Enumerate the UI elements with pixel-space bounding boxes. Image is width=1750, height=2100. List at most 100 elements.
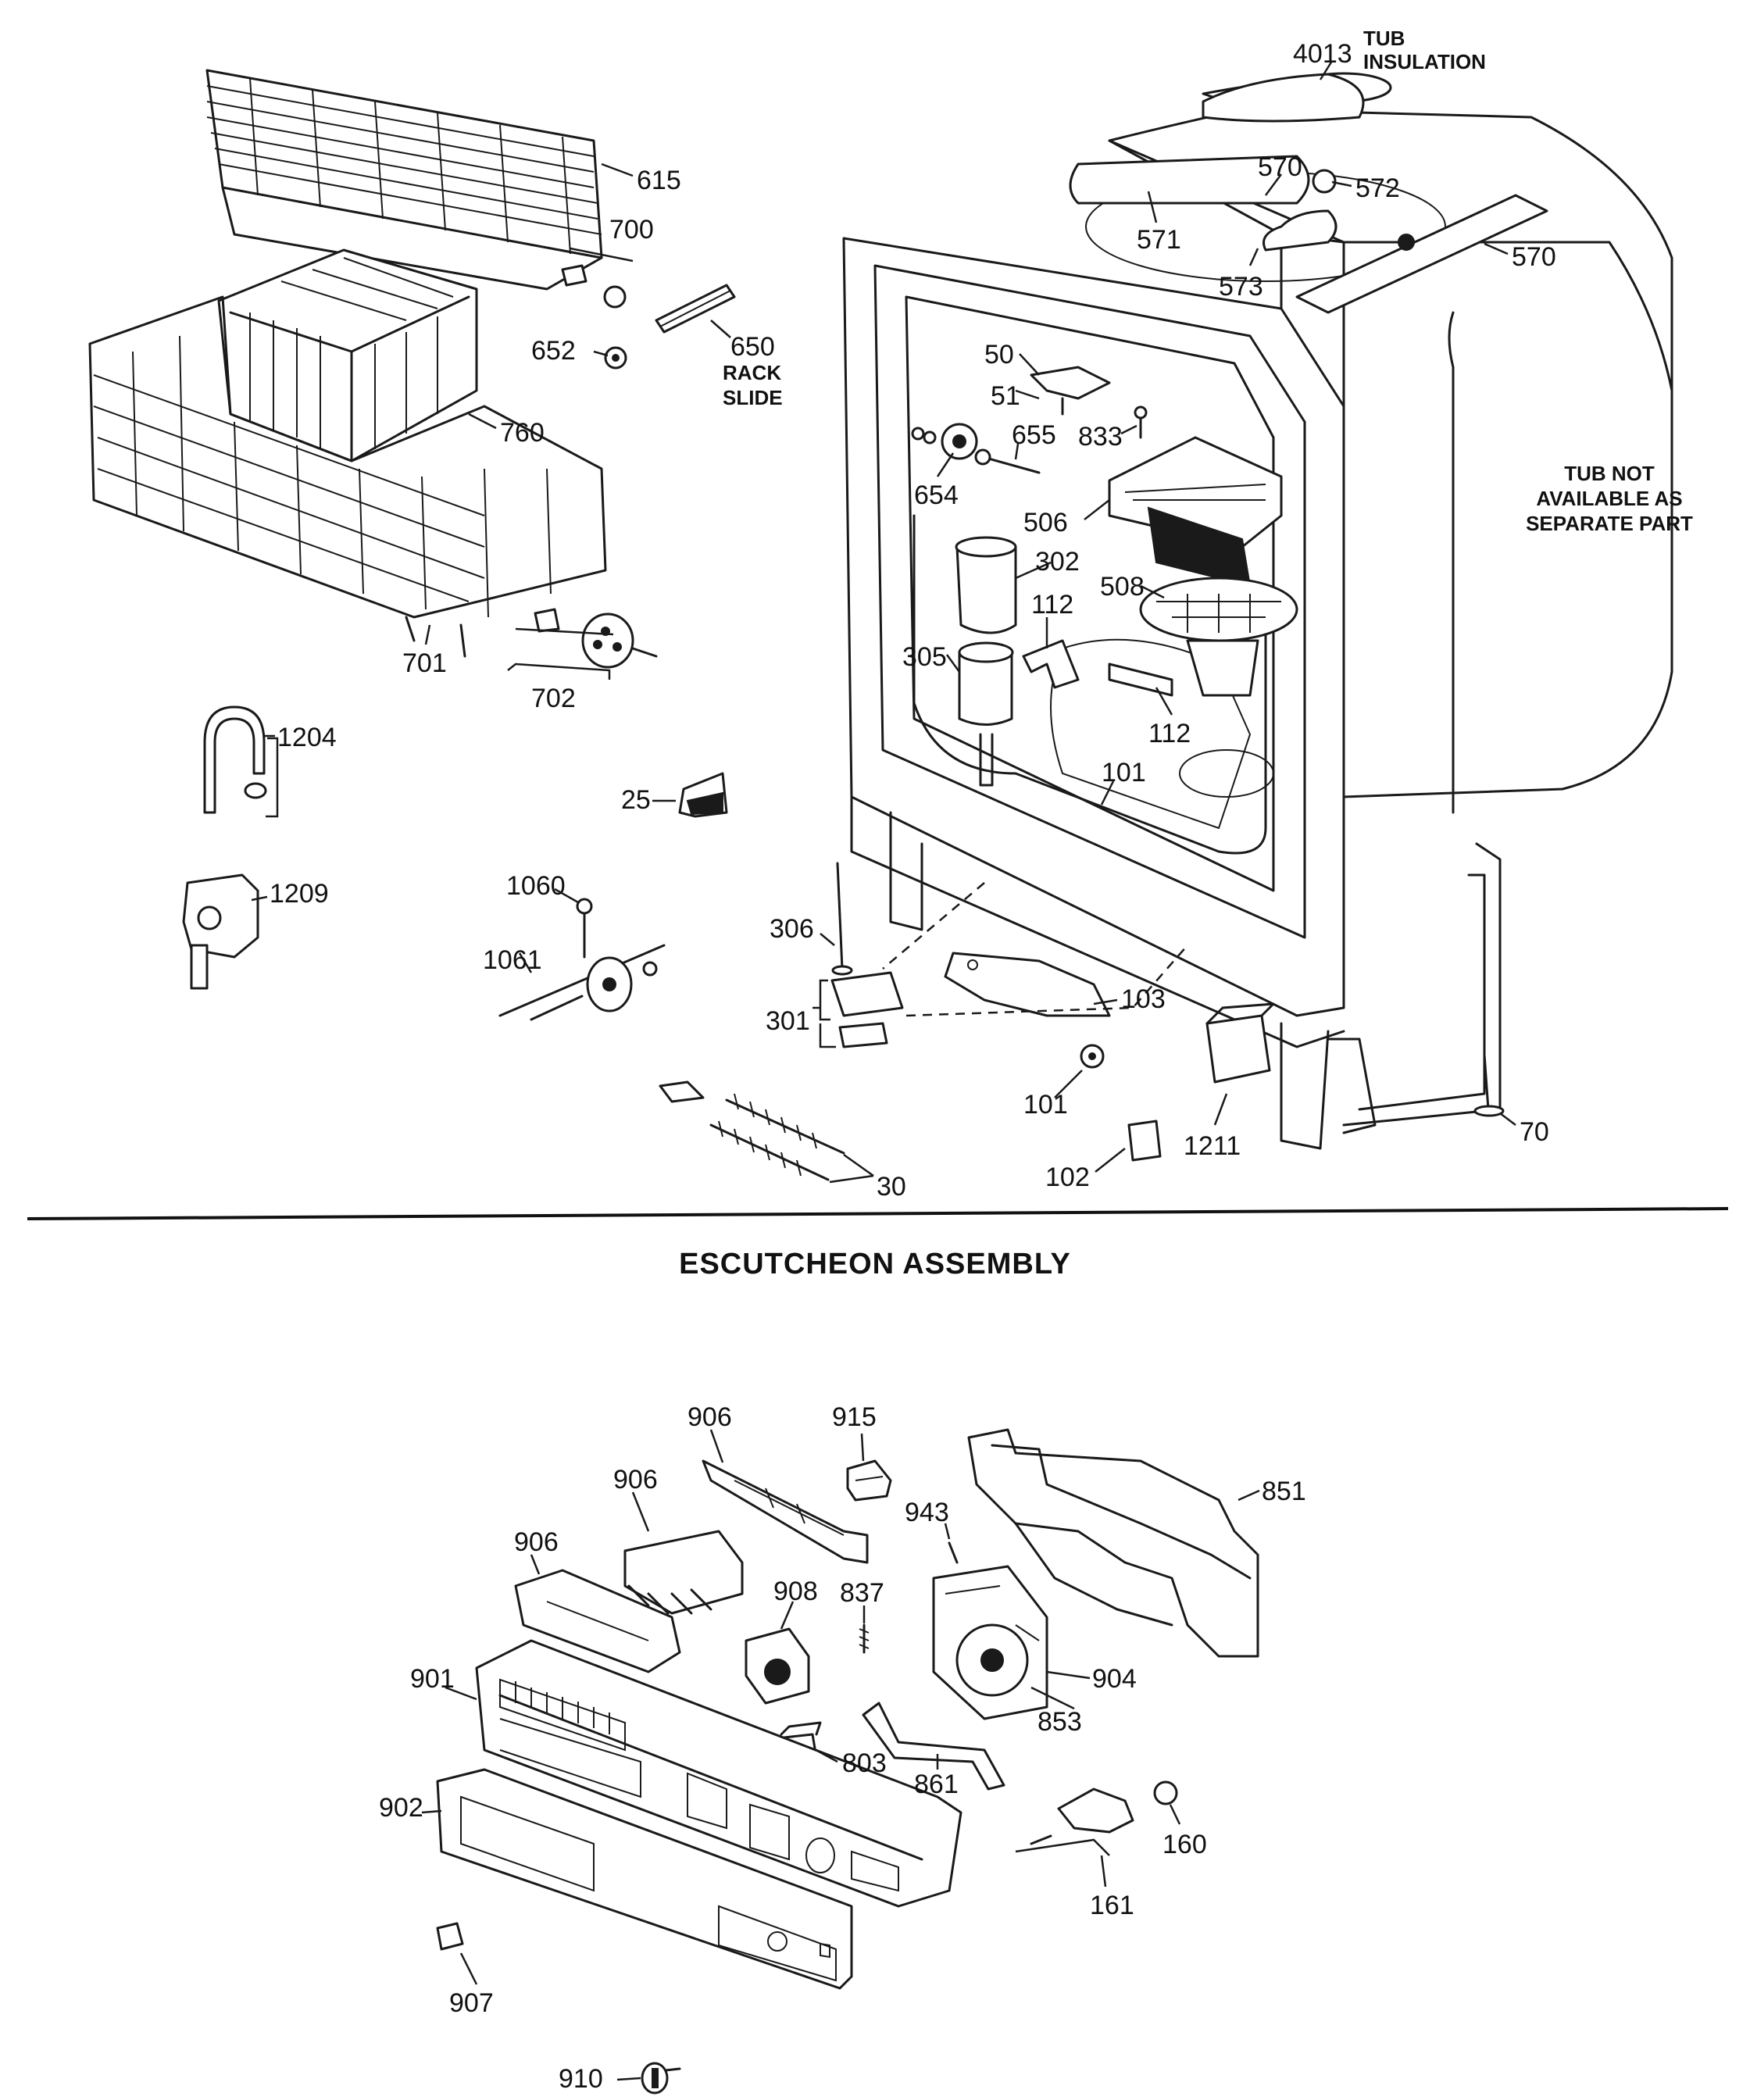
lower-rack-701 xyxy=(88,295,607,658)
selector-908 xyxy=(745,1627,810,1705)
button-block-906-mid xyxy=(623,1530,744,1615)
timer-904 xyxy=(932,1565,1048,1720)
screw-833 xyxy=(1134,405,1148,439)
callout-853: 853 xyxy=(1038,1707,1082,1737)
switch-301 xyxy=(830,971,904,1048)
top-brackets xyxy=(1069,155,1548,314)
section-divider xyxy=(27,1207,1729,1220)
cylinder-305 xyxy=(958,641,1014,787)
callout-50: 50 xyxy=(984,340,1014,370)
callout-915: 915 xyxy=(832,1402,877,1432)
callout-615: 615 xyxy=(637,166,681,195)
upper-rack-615 xyxy=(205,69,603,291)
callout-306: 306 xyxy=(770,914,814,944)
escutcheon-panel-901 xyxy=(475,1639,962,1908)
callout-803: 803 xyxy=(842,1748,887,1778)
callout-1060: 1060 xyxy=(506,871,566,901)
housing-851 xyxy=(967,1428,1259,1658)
hose-1204 xyxy=(203,705,267,814)
tub-insulation-pad xyxy=(1202,73,1365,123)
callout-101-a: 101 xyxy=(1102,758,1146,788)
door-link-1061 xyxy=(498,898,666,1021)
knob-160 xyxy=(1153,1780,1178,1805)
callout-506: 506 xyxy=(1023,508,1068,538)
callout-161: 161 xyxy=(1090,1891,1134,1920)
box-1211 xyxy=(1205,1002,1275,1084)
callout-112-a: 112 xyxy=(1031,590,1073,620)
callout-302: 302 xyxy=(1035,547,1080,577)
callout-702: 702 xyxy=(531,684,576,713)
roller-652 xyxy=(604,346,627,370)
roller-700 xyxy=(561,247,634,309)
callout-650: 650 xyxy=(730,332,775,362)
gear-101-small xyxy=(1080,1044,1105,1069)
callout-652: 652 xyxy=(531,336,576,366)
block-102 xyxy=(1127,1120,1162,1162)
callout-112-b: 112 xyxy=(1148,719,1191,748)
bracket-112-upper xyxy=(1022,639,1080,689)
callout-837: 837 xyxy=(840,1578,884,1608)
silverware-basket-760 xyxy=(217,248,478,462)
callout-1211: 1211 xyxy=(1184,1131,1241,1161)
section-title: ESCUTCHEON ASSEMBLY xyxy=(679,1248,1071,1280)
callout-571: 571 xyxy=(1137,225,1181,255)
callout-305: 305 xyxy=(902,642,947,672)
callout-30: 30 xyxy=(877,1172,906,1202)
callout-301: 301 xyxy=(766,1006,810,1036)
callout-861: 861 xyxy=(914,1770,959,1799)
callout-904: 904 xyxy=(1092,1664,1137,1694)
callout-910: 910 xyxy=(559,2064,603,2094)
valve-1209 xyxy=(182,873,259,990)
callout-654: 654 xyxy=(914,480,959,510)
door-springs-30 xyxy=(659,1080,845,1181)
front-panel-902 xyxy=(436,1768,853,1990)
callout-906-c: 906 xyxy=(514,1527,559,1557)
button-holder-906-low xyxy=(514,1569,681,1673)
callouts-bottom: 906 915 851 906 943 906 908 837 901 904 … xyxy=(379,1402,1306,2094)
hinge-50-51 xyxy=(1030,366,1111,416)
callout-851: 851 xyxy=(1262,1477,1306,1506)
switch-161 xyxy=(1015,1788,1134,1856)
callout-1061: 1061 xyxy=(483,945,542,975)
callout-760: 760 xyxy=(500,418,545,448)
bolt-306 xyxy=(831,862,853,976)
callout-102: 102 xyxy=(1045,1162,1090,1192)
callout-906-b: 906 xyxy=(613,1465,658,1495)
callout-908: 908 xyxy=(773,1577,818,1606)
spring-943 xyxy=(948,1541,959,1564)
pulley-654 xyxy=(911,423,978,460)
upper-spray-arm-506 xyxy=(1108,436,1283,588)
rack-slide-650 xyxy=(655,284,736,334)
callout-51: 51 xyxy=(991,381,1020,411)
roller-702 xyxy=(534,608,658,669)
callout-570-a: 570 xyxy=(1258,152,1302,182)
callout-700: 700 xyxy=(609,215,654,245)
callout-508: 508 xyxy=(1100,572,1145,602)
callout-70: 70 xyxy=(1520,1117,1549,1147)
callout-833: 833 xyxy=(1078,422,1123,452)
spring-837 xyxy=(859,1623,870,1654)
callout-572: 572 xyxy=(1355,173,1400,203)
callouts-top: 4013 570 572 571 573 570 615 700 650 652… xyxy=(270,39,1556,1202)
callout-906-a: 906 xyxy=(688,1402,732,1432)
knob-910 xyxy=(641,2062,681,2095)
pad-915 xyxy=(846,1459,892,1502)
assembly-dash-lines xyxy=(882,882,1188,1017)
callout-4013: 4013 xyxy=(1293,39,1352,69)
callout-101-b: 101 xyxy=(1023,1090,1068,1120)
button-907 xyxy=(436,1922,464,1951)
callout-901: 901 xyxy=(410,1664,455,1694)
button-bar-906-top xyxy=(702,1459,869,1564)
bolt-655 xyxy=(974,448,1041,474)
callout-573: 573 xyxy=(1219,272,1263,302)
callout-103: 103 xyxy=(1121,984,1166,1014)
lower-spray-arm-508 xyxy=(1139,577,1298,697)
callout-25: 25 xyxy=(621,785,651,815)
bracket-103 xyxy=(944,952,1111,1017)
lever-861 xyxy=(862,1702,1005,1791)
callout-907: 907 xyxy=(449,1988,494,2018)
callout-1204: 1204 xyxy=(277,723,337,752)
